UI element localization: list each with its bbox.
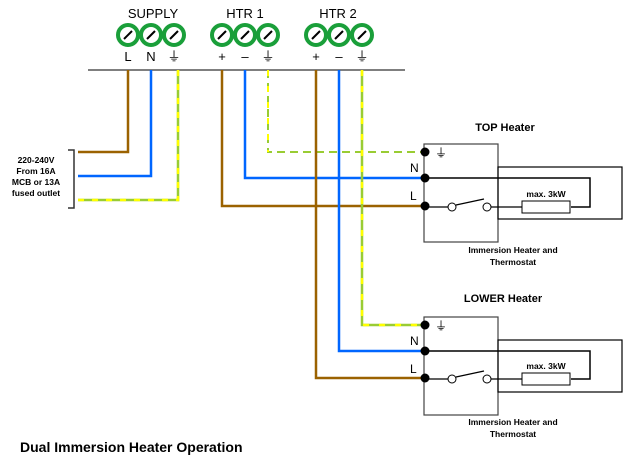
supply-bracket [68, 149, 75, 209]
htr2-neutral-wire [337, 70, 425, 353]
diagram-title: Dual Immersion Heater Operation [20, 439, 243, 455]
screw-slot [357, 30, 367, 40]
supply-note-line: From 16A [16, 166, 55, 176]
neutral-link [425, 177, 591, 208]
htr2-label: HTR 2 [319, 6, 357, 21]
htr2-earth-wire-stripe [360, 70, 425, 327]
supply-earth-wire-stripe [78, 70, 180, 202]
screw-slot [263, 30, 273, 40]
terminal-label-n: N [146, 49, 155, 64]
supply-note-line: MCB or 13A [12, 177, 60, 187]
terminal-label-plus: + [312, 49, 320, 64]
heater-caption: Immersion Heater and [468, 417, 557, 427]
screw-slot [240, 30, 250, 40]
l-label: L [410, 362, 417, 376]
screw-slot [123, 30, 133, 40]
htr1-neutral-wire [243, 70, 425, 180]
heater-caption: Thermostat [490, 429, 536, 439]
switch-contact [447, 374, 457, 384]
tank-outline [497, 339, 623, 393]
heater-caption: Immersion Heater and [468, 245, 557, 255]
screw-slot [169, 30, 179, 40]
terminal-label-minus: – [241, 49, 249, 64]
screw-slot [334, 30, 344, 40]
supply-note-line: 220-240V [18, 155, 55, 165]
n-label: N [410, 334, 419, 348]
terminal-label-l: L [124, 49, 131, 64]
top-heater-title: TOP Heater [475, 122, 535, 134]
thermostat-switch [455, 370, 485, 378]
supply-neutral-wire [78, 70, 153, 178]
terminal-label-minus: – [335, 49, 343, 64]
heating-element [521, 372, 571, 386]
earth-terminal [420, 320, 430, 330]
screw-slot [217, 30, 227, 40]
earth-icon: ⏚ [355, 49, 368, 64]
neutral-link [425, 350, 591, 380]
switch-contact [482, 202, 492, 212]
htr2-live-wire [314, 70, 425, 380]
heating-element [521, 200, 571, 214]
l-label: L [410, 189, 417, 203]
earth-icon: ⏚ [167, 49, 180, 64]
heater-caption: Thermostat [490, 257, 536, 267]
terminal-label-plus: + [218, 49, 226, 64]
htr1-label: HTR 1 [226, 6, 264, 21]
supply-label: SUPPLY [128, 6, 179, 21]
switch-contact [482, 374, 492, 384]
earth-terminal [420, 147, 430, 157]
htr1-earth-wire [267, 70, 425, 153]
earth-icon: ⏚ [261, 49, 274, 64]
lower-heater-title: LOWER Heater [464, 293, 543, 305]
earth-icon: ⏚ [435, 319, 447, 333]
live-terminal [420, 201, 430, 211]
lower-heater: LOWER Heater ⏚ N L max. 3kW Immersion He… [410, 293, 623, 439]
element-rating: max. 3kW [526, 189, 566, 199]
element-rating: max. 3kW [526, 361, 566, 371]
live-terminal [420, 373, 430, 383]
htr1-live-wire [220, 70, 425, 208]
supply-note-line: fused outlet [12, 188, 60, 198]
screw-slot [311, 30, 321, 40]
tank-outline [497, 166, 623, 220]
thermostat-switch [455, 198, 485, 206]
screw-slot [146, 30, 156, 40]
supply-live-wire [78, 70, 130, 154]
n-label: N [410, 161, 419, 175]
top-heater: TOP Heater ⏚ N L max. 3kW Immersion Heat… [410, 122, 623, 267]
earth-icon: ⏚ [435, 146, 447, 160]
switch-contact [447, 202, 457, 212]
